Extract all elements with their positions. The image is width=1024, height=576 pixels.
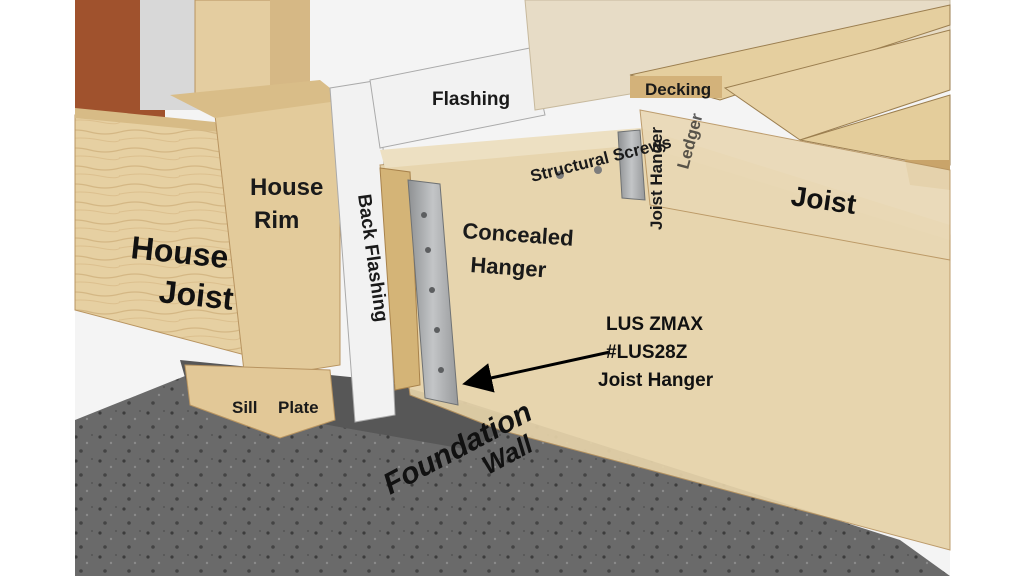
- interior-window: [140, 0, 200, 110]
- label-flashing: Flashing: [432, 89, 510, 110]
- ledger-end-grain: [379, 167, 421, 391]
- callout-line3: Joist Hanger: [598, 370, 714, 391]
- label-concealed-hanger-line2: Hanger: [470, 252, 548, 282]
- decking-board-2: [723, 29, 951, 141]
- label-house-joist-line2: Joist: [157, 273, 235, 317]
- hanger-nail-holes: [421, 212, 444, 373]
- callout-arrow: [462, 350, 611, 393]
- label-sill: Sill: [232, 398, 258, 417]
- flashing-sheet: [369, 47, 546, 149]
- structural-screws: [556, 166, 602, 179]
- house-rim-top: [170, 80, 345, 118]
- label-joist-hanger-vertical: Joist Hanger: [647, 127, 666, 230]
- label-house-rim-line1: House: [250, 174, 323, 201]
- label-plate: Plate: [278, 398, 319, 417]
- label-decking: Decking: [645, 80, 711, 99]
- sill-plate: [184, 364, 336, 439]
- decking-board-edge: [630, 76, 722, 98]
- callout-line2: #LUS28Z: [606, 342, 688, 363]
- joist-hanger-plate: [617, 129, 646, 201]
- back-flashing-sheet: [329, 79, 396, 423]
- callout-line1: LUS ZMAX: [606, 314, 703, 335]
- house-joist-top: [75, 108, 220, 132]
- label-house-rim-line2: Rim: [254, 207, 299, 234]
- joist-board: [639, 109, 951, 261]
